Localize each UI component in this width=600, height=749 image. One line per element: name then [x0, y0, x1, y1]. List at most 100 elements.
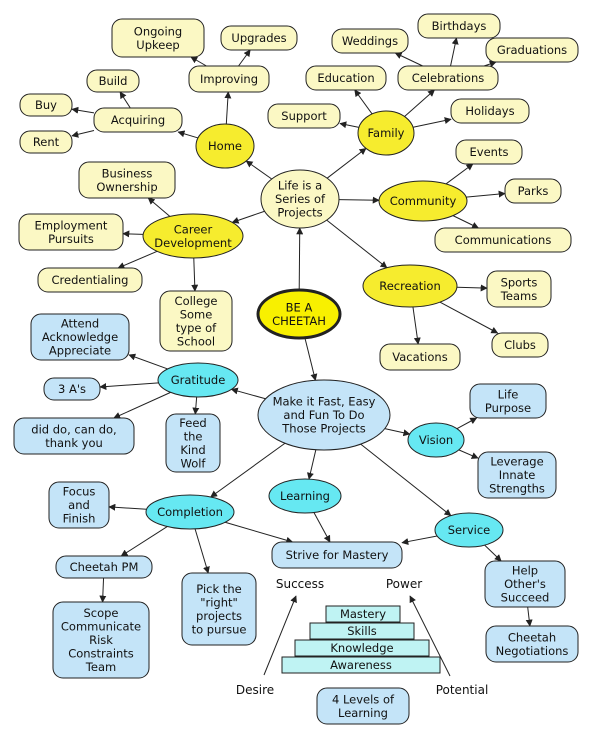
node-weddings: Weddings	[331, 28, 409, 54]
node-shape	[78, 161, 176, 199]
edge-recreation-clubs	[439, 301, 499, 334]
node-shape	[260, 169, 340, 229]
node-shape	[331, 28, 409, 54]
edge-gratitude-did_do	[113, 391, 171, 419]
edge-make_it-service	[360, 443, 452, 517]
stair-awareness	[281, 656, 441, 674]
edge-service-mastery_box	[401, 535, 438, 545]
stair-label: Mastery	[340, 607, 386, 621]
node-credentialing: Credentialing	[37, 267, 143, 293]
edge-make_it-completion	[210, 442, 286, 498]
edge-completion-mastery_box	[224, 521, 294, 544]
edge-life-career	[231, 210, 265, 224]
node-shape	[93, 107, 183, 133]
edge-family-celebrations	[404, 89, 435, 117]
node-label: Acquiring	[111, 113, 165, 127]
node-label: Rent	[33, 135, 60, 149]
edge-career-business	[147, 197, 171, 217]
node-label: Support	[281, 109, 327, 123]
edge-career-credentialing	[117, 250, 158, 269]
edge-acquiring-buy	[71, 106, 95, 114]
edge-life-community	[338, 196, 380, 204]
label-success: Success	[276, 577, 324, 591]
node-label: Birthdays	[432, 19, 487, 33]
edge-potential-to-power	[409, 595, 451, 677]
node-label: Learning	[280, 489, 330, 503]
node-label: Strive for Mastery	[286, 548, 389, 562]
edge-gratitude-feed	[192, 396, 200, 415]
edge-recreation-sports	[456, 284, 488, 292]
node-shape	[165, 413, 221, 473]
node-shape	[145, 494, 235, 530]
edge-celebrations-weddings	[394, 52, 423, 67]
node-shape	[195, 123, 255, 169]
node-education: Education	[305, 65, 387, 91]
node-shape	[268, 478, 342, 514]
edge-make_it-learning	[306, 449, 317, 480]
node-birthdays: Birthdays	[417, 13, 501, 39]
node-shape	[434, 512, 504, 548]
node-label: Recreation	[379, 279, 441, 293]
node-shape	[397, 65, 499, 91]
node-shape	[19, 93, 73, 117]
edge-life-family	[326, 147, 367, 179]
edge-gratitude-three_as	[99, 382, 159, 391]
node-shape	[48, 481, 110, 529]
node-vision: Vision	[407, 422, 465, 458]
node-clubs: Clubs	[491, 332, 549, 358]
node-shape	[484, 560, 566, 608]
node-shape	[491, 332, 549, 358]
edge-learning-mastery_box	[313, 512, 331, 543]
stair-label: Awareness	[330, 658, 392, 672]
node-label: Parks	[518, 184, 549, 198]
node-label: Family	[367, 126, 404, 140]
edge-acquiring-build	[119, 91, 131, 109]
node-shape	[111, 18, 205, 58]
node-shape	[305, 65, 387, 91]
node-shape	[362, 264, 458, 308]
node-celebrations: Celebrations	[397, 65, 499, 91]
edge-home-improving	[224, 91, 232, 125]
node-shape	[159, 290, 233, 352]
node-holidays: Holidays	[450, 98, 530, 124]
node-shape	[30, 313, 130, 361]
node-shape	[55, 555, 153, 579]
node-shape	[379, 343, 461, 371]
edge-cheetah-make_it	[304, 337, 318, 381]
edge-community-communications	[452, 215, 480, 229]
node-shape	[37, 267, 143, 293]
label-potential: Potential	[436, 683, 489, 697]
node-community: Community	[378, 180, 468, 222]
node-learning: Learning	[268, 478, 342, 514]
stair-knowledge	[294, 639, 430, 657]
edge-help-negotiations	[525, 606, 533, 627]
node-shape	[434, 227, 572, 253]
stair-label: Knowledge	[330, 641, 393, 655]
node-shape	[271, 541, 403, 569]
node-shape	[378, 180, 468, 222]
edge-life-recreation	[326, 219, 388, 269]
node-shape	[43, 377, 101, 401]
node-shape	[477, 451, 557, 499]
edge-completion-cheetah_pm	[120, 526, 168, 557]
label-desire: Desire	[236, 683, 274, 697]
edge-career-employment	[122, 230, 144, 238]
node-home: Home	[195, 123, 255, 169]
